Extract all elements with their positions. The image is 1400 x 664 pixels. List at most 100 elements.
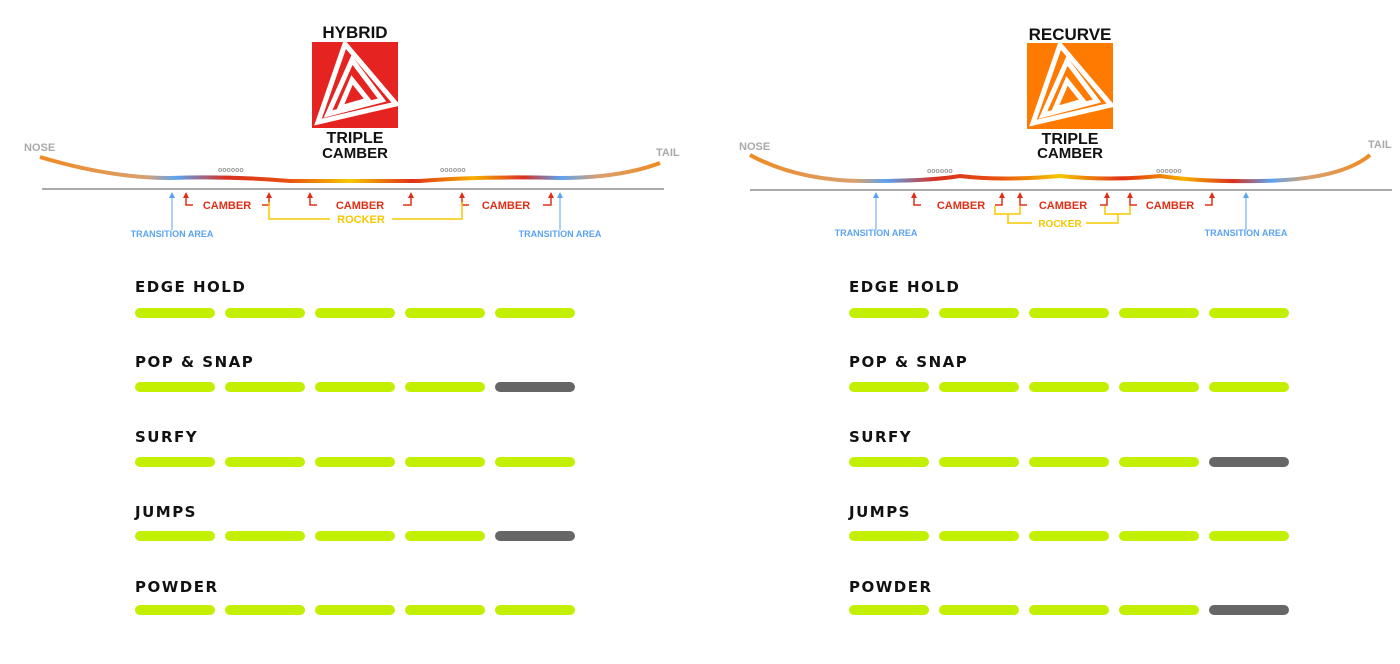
rating-segment-filled [1119, 308, 1199, 318]
rating-segment-filled [1029, 605, 1109, 616]
camber-label: CAMBER [1146, 200, 1194, 212]
board-profile [749, 153, 1372, 184]
rating-segment-filled [225, 308, 305, 318]
logo-bottom-text: CAMBER [1037, 145, 1103, 162]
hybrid-panel-diagram: HYBRID TRIPLE CAMBER NOSE TAIL oooooo oo… [24, 23, 680, 239]
rating-segment-filled [135, 308, 215, 318]
rating-segment-empty [1209, 605, 1289, 616]
rating-segment-filled [1209, 530, 1289, 541]
rating-segment-empty [495, 530, 575, 541]
rating-segment-filled [849, 382, 929, 393]
rating-bar-group [849, 530, 1289, 541]
rating-segment-filled [495, 308, 575, 318]
rating-segment-empty [495, 382, 575, 393]
insert-dots: oooooo [440, 167, 466, 174]
rating-bar-group [135, 605, 575, 616]
tail-label: TAIL [1368, 139, 1392, 151]
rating-segment-filled [939, 605, 1019, 616]
camber-label: CAMBER [482, 200, 530, 212]
rating-segment-filled [849, 530, 929, 541]
rating-bar-group [849, 456, 1289, 467]
rating-segment-filled [1119, 456, 1199, 467]
rating-label: POWDER [135, 578, 219, 596]
rating-segment-filled [849, 605, 929, 616]
logo-mid-text: TRIPLE [327, 130, 384, 147]
rating-bar-group [135, 382, 575, 393]
rating-segment-filled [1119, 605, 1199, 616]
transition-label: TRANSITION AREA [131, 229, 214, 239]
rating-segment-filled [315, 308, 395, 318]
rating-segment-filled [405, 530, 485, 541]
camber-label: CAMBER [1039, 200, 1087, 212]
rating-segment-filled [939, 530, 1019, 541]
rating-bar-group [135, 530, 575, 541]
rating-label: JUMPS [849, 503, 911, 521]
rating-segment-filled [849, 308, 929, 318]
rating-segment-filled [135, 456, 215, 467]
hybrid-logo-icon [312, 39, 401, 128]
recurve-panel-diagram: RECURVE TRIPLE CAMBER NOSE TAIL oooooo o… [739, 25, 1392, 238]
rating-segment-filled [315, 605, 395, 616]
recurve-logo-icon [1027, 40, 1116, 129]
rating-segment-filled [405, 456, 485, 467]
rating-label: JUMPS [135, 503, 197, 521]
rating-label: EDGE HOLD [135, 278, 247, 296]
rating-segment-filled [1119, 530, 1199, 541]
rating-bar-group [135, 308, 575, 318]
rating-segment-filled [1029, 530, 1109, 541]
rating-segment-filled [315, 530, 395, 541]
transition-label: TRANSITION AREA [1205, 228, 1288, 238]
rating-segment-filled [1209, 308, 1289, 318]
logo-top-text: HYBRID [322, 23, 387, 42]
rating-segment-filled [1029, 308, 1109, 318]
rating-segment-filled [135, 530, 215, 541]
rating-segment-filled [1119, 382, 1199, 393]
rating-segment-filled [495, 605, 575, 616]
rating-segment-filled [405, 382, 485, 393]
rating-segment-filled [405, 308, 485, 318]
logo-bottom-text: CAMBER [322, 145, 388, 162]
rating-segment-filled [939, 382, 1019, 393]
insert-dots: oooooo [927, 168, 953, 175]
rocker-label: ROCKER [337, 214, 385, 226]
camber-diagrams: HYBRID TRIPLE CAMBER NOSE TAIL oooooo oo… [24, 23, 1392, 239]
nose-label: NOSE [739, 141, 770, 153]
rating-label: POP & SNAP [135, 353, 255, 371]
rating-segment-filled [849, 456, 929, 467]
rating-segment-filled [225, 456, 305, 467]
rating-bar-group [135, 456, 575, 467]
rating-segment-empty [1209, 456, 1289, 467]
nose-label: NOSE [24, 142, 55, 154]
logo-top-text: RECURVE [1029, 25, 1112, 44]
rating-segment-filled [135, 605, 215, 616]
rating-bar-group [849, 382, 1289, 393]
insert-dots: oooooo [1156, 168, 1182, 175]
rating-segment-filled [939, 308, 1019, 318]
board-profile [39, 155, 661, 184]
rating-label: SURFY [135, 428, 199, 446]
tail-label: TAIL [656, 147, 680, 159]
rating-label: POWDER [849, 578, 933, 596]
rating-segment-filled [315, 456, 395, 467]
rating-label: SURFY [849, 428, 913, 446]
rating-bar-group [849, 308, 1289, 318]
rating-segment-filled [135, 382, 215, 393]
rating-label: POP & SNAP [849, 353, 969, 371]
rating-segment-filled [225, 530, 305, 541]
insert-dots: oooooo [218, 167, 244, 174]
rocker-label: ROCKER [1038, 219, 1082, 230]
rating-segment-filled [939, 456, 1019, 467]
rating-segment-filled [405, 605, 485, 616]
camber-label: CAMBER [336, 200, 384, 212]
rating-segment-filled [225, 605, 305, 616]
logo-mid-text: TRIPLE [1042, 131, 1099, 148]
transition-label: TRANSITION AREA [835, 228, 918, 238]
rating-bar-group [849, 605, 1289, 616]
camber-label: CAMBER [937, 200, 985, 212]
rating-segment-filled [1029, 456, 1109, 467]
rating-segment-filled [1029, 382, 1109, 393]
rating-segment-filled [225, 382, 305, 393]
rating-label: EDGE HOLD [849, 278, 961, 296]
camber-label: CAMBER [203, 200, 251, 212]
rating-segment-filled [1209, 382, 1289, 393]
